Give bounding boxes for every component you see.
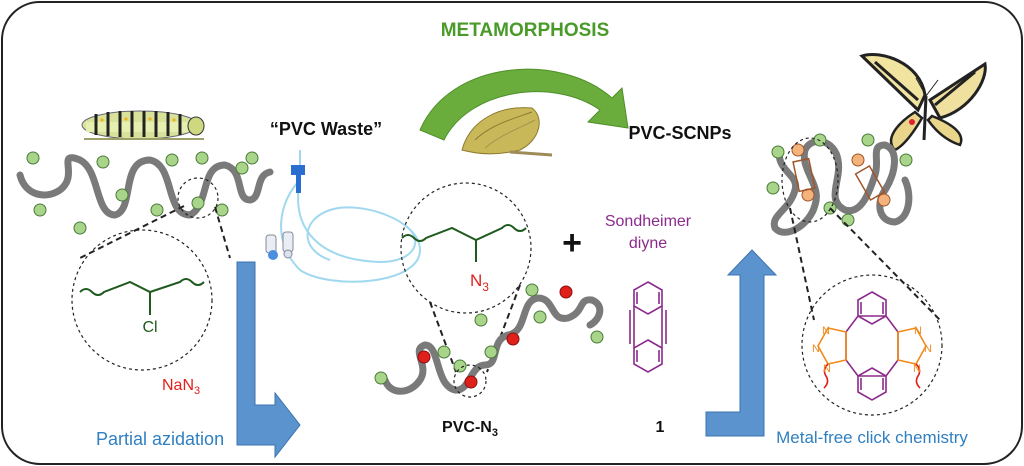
magnify-small-circle-center bbox=[453, 364, 487, 398]
iv-tubing-image bbox=[265, 150, 422, 283]
partial-azidation-label: Partial azidation bbox=[96, 429, 224, 449]
svg-text:N: N bbox=[812, 343, 820, 355]
svg-text:N: N bbox=[914, 325, 922, 337]
svg-text:N: N bbox=[913, 363, 921, 375]
magnify-large-circle-left bbox=[71, 229, 213, 371]
sondheimer-structure bbox=[629, 281, 667, 373]
magnify-small-circle-left bbox=[177, 177, 219, 219]
scnp-crosslinks bbox=[792, 157, 886, 202]
triazole-crosslink-structure bbox=[817, 291, 927, 401]
plus-sign: + bbox=[562, 224, 582, 262]
magnify-small-circle-right bbox=[781, 137, 839, 223]
chain-side-groups bbox=[26, 151, 259, 235]
caterpillar-image bbox=[81, 110, 205, 140]
metamorphosis-title: METAMORPHOSIS bbox=[441, 20, 610, 41]
click-chemistry-arrow bbox=[705, 249, 778, 437]
scnp-crosslink-points bbox=[791, 143, 891, 207]
svg-text:N: N bbox=[823, 363, 831, 375]
magnify-large-circle-center bbox=[400, 182, 532, 314]
triazole-n-labels: N N N N N N bbox=[812, 325, 932, 375]
magnify-large-circle-right bbox=[801, 274, 943, 416]
sondheimer-label-line2: diyne bbox=[629, 235, 667, 252]
svg-text:N: N bbox=[924, 343, 932, 355]
compound-number-label: 1 bbox=[656, 419, 665, 436]
chrysalis-image bbox=[461, 107, 553, 157]
pvc-scnps-label: PVC-SCNPs bbox=[628, 123, 731, 143]
nan3-label: NaN3 bbox=[162, 377, 200, 397]
pvc-waste-label: “PVC Waste” bbox=[270, 119, 382, 139]
azidation-arrow bbox=[236, 261, 301, 459]
pvc-chain bbox=[16, 154, 274, 219]
svg-text:N: N bbox=[822, 325, 830, 337]
sondheimer-label-line1: Sondheimer bbox=[605, 213, 692, 230]
pvc-n3-label: PVC-N3 bbox=[442, 419, 498, 439]
pvc-n3-side-groups bbox=[374, 283, 604, 389]
metal-free-click-label: Metal-free click chemistry bbox=[776, 428, 968, 447]
n3-label: N3 bbox=[470, 271, 489, 294]
pvc-n3-structure bbox=[401, 224, 527, 242]
metamorphosis-arrow bbox=[419, 68, 629, 141]
pvc-structure bbox=[79, 278, 205, 296]
cl-label: Cl bbox=[142, 319, 157, 336]
